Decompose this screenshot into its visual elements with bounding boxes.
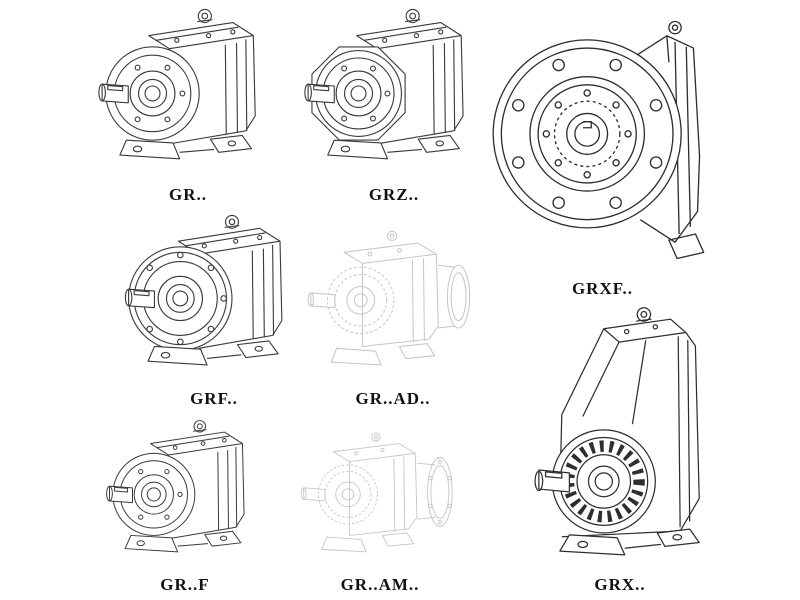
grxf-gearbox-drawing — [492, 20, 705, 260]
figure-label-gr-f: GR..F — [160, 575, 210, 594]
gr-ad-gearbox-drawing — [307, 230, 471, 366]
figure-grxf: GRXF.. — [485, 2, 720, 302]
gr-am-gearbox-drawing — [300, 432, 453, 553]
figure-grf: GRF.. — [108, 208, 320, 412]
figure-label-gr-ad: GR..AD.. — [355, 389, 431, 408]
grz-gearbox-drawing — [304, 8, 464, 160]
figure-label-grxf: GRXF.. — [571, 279, 634, 298]
figure-gr: GR.. — [92, 2, 284, 208]
gr-gearbox-drawing — [98, 8, 256, 160]
figure-label-gr-am: GR..AM.. — [340, 575, 420, 594]
grx-gearbox-drawing — [495, 302, 745, 574]
figure-gr-ad: GR..AD.. — [288, 208, 498, 412]
figure-label-grf: GRF.. — [190, 389, 238, 408]
figure-gr-am: GR..AM.. — [280, 414, 480, 598]
figure-label-grx: GRX.. — [594, 575, 646, 594]
figure-grz: GRZ.. — [298, 2, 490, 208]
figure-gr-f: GR..F — [90, 414, 280, 598]
figure-label-grz: GRZ.. — [368, 185, 420, 204]
figure-grx: GRX.. — [495, 302, 745, 598]
gr-f-gearbox-drawing — [106, 420, 245, 553]
figure-label-gr: GR.. — [169, 185, 207, 204]
